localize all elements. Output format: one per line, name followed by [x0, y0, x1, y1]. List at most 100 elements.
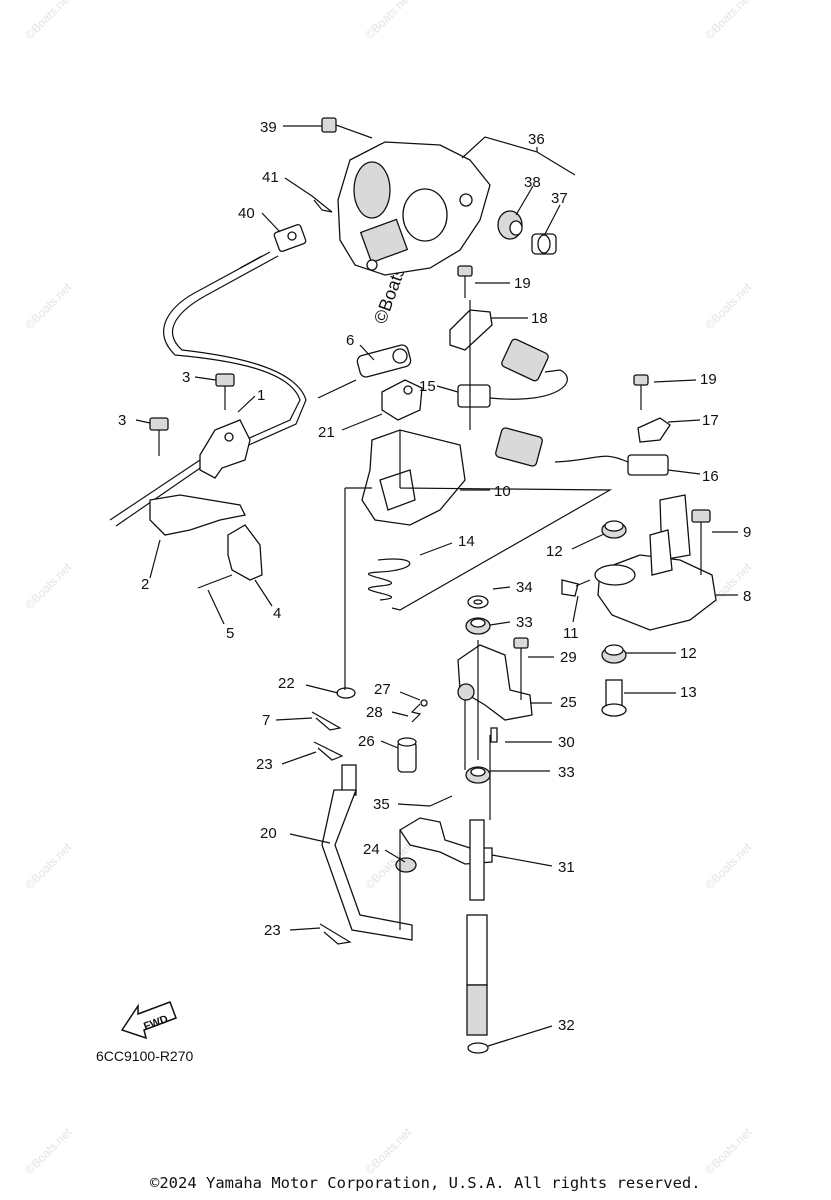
- part-19-screw-upper: [457, 265, 473, 298]
- part-2-plate: [149, 494, 246, 536]
- part-33-bushing-upper: [465, 617, 491, 635]
- callout-34: 34: [516, 579, 533, 596]
- shift-shaft: [466, 819, 488, 1036]
- part-39-bolt: [321, 117, 373, 139]
- svg-text:©Boats.net: ©Boats.net: [702, 280, 754, 332]
- part-11-fitting: [561, 579, 591, 597]
- svg-text:©Boats.net: ©Boats.net: [22, 0, 74, 42]
- callout-15: 15: [419, 378, 436, 395]
- callout-29: 29: [560, 649, 577, 666]
- callout-12-upper: 12: [546, 543, 563, 560]
- fwd-arrow-icon: FWD: [120, 1001, 177, 1040]
- part-10-bracket: [361, 429, 466, 526]
- callout-23-upper: 23: [256, 756, 273, 773]
- callout-13: 13: [680, 684, 697, 701]
- svg-text:©Boats.net: ©Boats.net: [22, 560, 74, 612]
- part-28-spring: [410, 703, 422, 723]
- callout-14: 14: [458, 533, 475, 550]
- part-20-shift-rod: [321, 764, 413, 941]
- part-16-switch: [495, 427, 669, 476]
- part-30-pin: [490, 727, 498, 743]
- callout-37: 37: [551, 190, 568, 207]
- part-31-lever: [399, 817, 493, 865]
- callout-2: 2: [141, 576, 149, 593]
- leader-lines: [135, 125, 738, 1047]
- part-27-ball: [420, 699, 428, 707]
- svg-text:©Boats.net: ©Boats.net: [22, 840, 74, 892]
- callout-31: 31: [558, 859, 575, 876]
- part-13-collar: [601, 679, 627, 717]
- part-24-bushing: [395, 857, 417, 873]
- part-41-clip: [311, 195, 333, 213]
- svg-text:©Boats.net: ©Boats.net: [702, 840, 754, 892]
- callout-21: 21: [318, 424, 335, 441]
- part-7-clip: [311, 711, 342, 731]
- part-4-clamp: [227, 524, 263, 581]
- callout-6: 6: [346, 332, 354, 349]
- part-40-cable-joint: [273, 224, 307, 252]
- part-22-washer: [336, 687, 356, 699]
- part-38-grommet: [497, 210, 523, 240]
- callout-7: 7: [262, 712, 270, 729]
- part-1-bracket: [199, 419, 251, 479]
- callout-41: 41: [262, 169, 279, 186]
- part-23-clip-lower: [319, 923, 352, 945]
- callout-3-upper: 3: [182, 369, 190, 386]
- part-19-screw-right: [633, 374, 649, 410]
- part-12-grommet-upper: [601, 520, 627, 539]
- callout-11: 11: [563, 625, 579, 642]
- callout-12-lower: 12: [680, 645, 697, 662]
- callout-24: 24: [363, 841, 380, 858]
- callout-18: 18: [531, 310, 548, 327]
- part-14-spring: [367, 558, 411, 601]
- svg-text:©Boats.net: ©Boats.net: [22, 280, 74, 332]
- callout-16: 16: [702, 468, 719, 485]
- part-35-pin: [429, 795, 453, 807]
- part-9-bolt: [691, 509, 711, 575]
- svg-text:©Boats.net: ©Boats.net: [702, 0, 754, 42]
- part-21-joint: [381, 379, 423, 421]
- svg-text:©Boats.net: ©Boats.net: [362, 0, 414, 42]
- part-12-grommet-lower: [601, 644, 627, 664]
- callout-26: 26: [358, 733, 375, 750]
- callout-25: 25: [560, 694, 577, 711]
- callout-39: 39: [260, 119, 277, 136]
- part-34-washer: [467, 595, 489, 609]
- callout-22: 22: [278, 675, 295, 692]
- callout-27: 27: [374, 681, 391, 698]
- part-29-bolt: [513, 637, 529, 700]
- callout-4: 4: [273, 605, 281, 622]
- callout-9: 9: [743, 524, 751, 541]
- callout-23-lower: 23: [264, 922, 281, 939]
- part-8-housing: [594, 494, 717, 631]
- callout-35: 35: [373, 796, 390, 813]
- callout-38: 38: [524, 174, 541, 191]
- part-15-switch: [457, 338, 568, 408]
- part-36-control-unit: [337, 141, 491, 276]
- part-33-bushing-lower: [465, 766, 491, 784]
- part-18-plate: [449, 309, 493, 351]
- callout-36: 36: [528, 131, 545, 148]
- callout-8: 8: [743, 588, 751, 605]
- callout-10: 10: [494, 483, 511, 500]
- part-3-bolt-upper: [215, 373, 235, 410]
- part-23-clip-upper: [313, 741, 344, 761]
- callout-40: 40: [238, 205, 255, 222]
- part-5-pin: [197, 574, 233, 589]
- part-3-bolt-lower: [149, 417, 169, 456]
- callout-30: 30: [558, 734, 575, 751]
- callout-labels: 39 41 40 36 38 37 19 18 6 3 1 3 15 19 17…: [118, 119, 751, 1034]
- copyright-notice: ©2024 Yamaha Motor Corporation, U.S.A. A…: [150, 1174, 701, 1192]
- callout-19-upper: 19: [514, 275, 531, 292]
- throttle-cable: [109, 251, 357, 527]
- callout-3-lower: 3: [118, 412, 126, 429]
- diagram-code: 6CC9100-R270: [96, 1048, 194, 1064]
- callout-1: 1: [257, 387, 265, 404]
- callout-33-upper: 33: [516, 614, 533, 631]
- svg-text:©Boats.net: ©Boats.net: [22, 1125, 74, 1177]
- svg-text:©Boats.net: ©Boats.net: [362, 1125, 414, 1177]
- callout-33-lower: 33: [558, 764, 575, 781]
- part-25-lever: [457, 644, 533, 721]
